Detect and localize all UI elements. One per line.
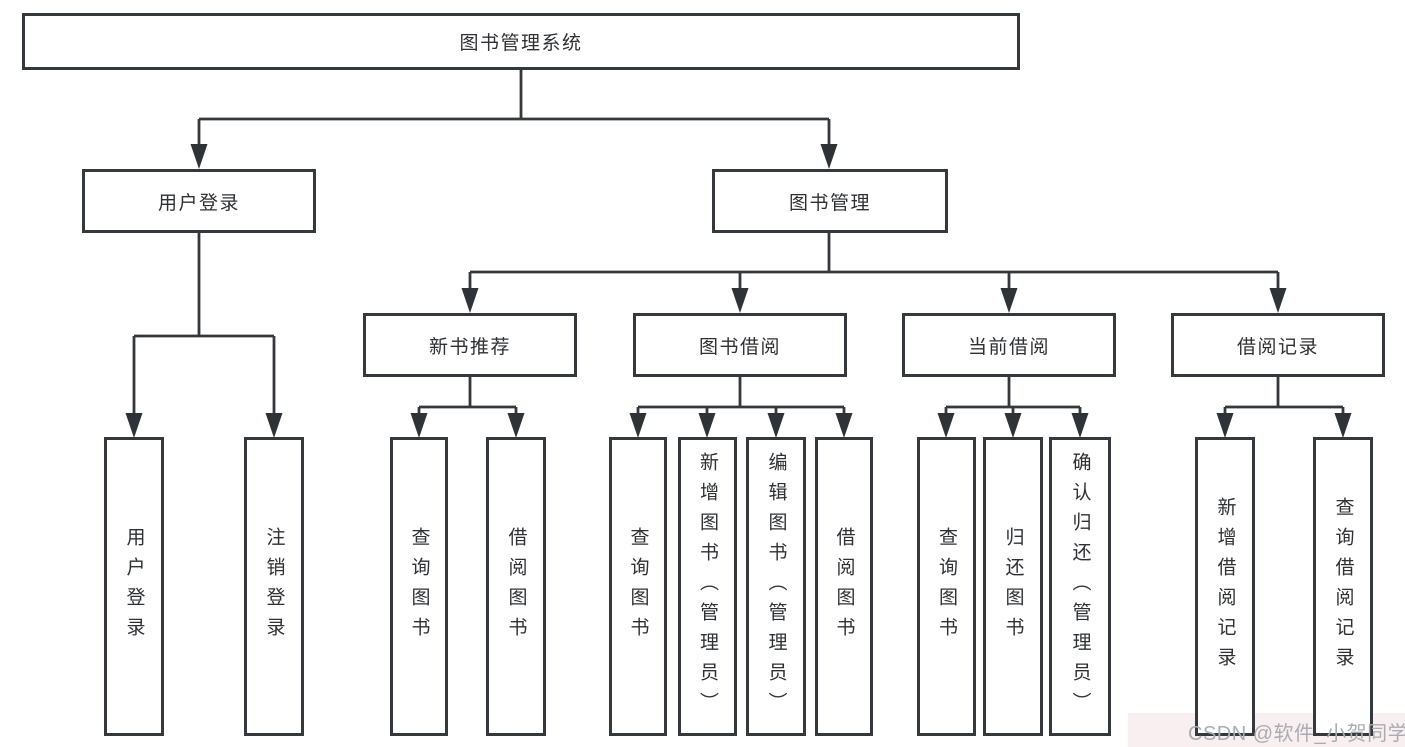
node-user-login-label: 用户登录 [157, 192, 240, 214]
node-current-borrow: 当前借阅 [902, 313, 1116, 377]
leaf-edit-book-admin: 编辑图书（管理员） [746, 437, 806, 736]
leaf-user-login-label: 用户登录 [123, 526, 145, 647]
leaf-confirm-return-admin-label: 确认归还（管理员） [1069, 451, 1091, 722]
leaf-recommend-query-books: 查询图书 [390, 437, 448, 736]
node-book-management: 图书管理 [712, 169, 948, 233]
leaf-add-book-admin-label: 新增图书（管理员） [697, 451, 718, 722]
leaf-confirm-return-admin: 确认归还（管理员） [1049, 437, 1111, 736]
leaf-borrow-books-label: 借阅图书 [833, 526, 855, 647]
node-borrow-records-label: 借阅记录 [1236, 336, 1319, 358]
node-new-book-recommend-label: 新书推荐 [428, 336, 511, 358]
leaf-recommend-query-books-label: 查询图书 [408, 526, 430, 647]
leaf-edit-book-admin-label: 编辑图书（管理员） [765, 451, 787, 722]
leaf-current-query-books-label: 查询图书 [936, 526, 957, 647]
node-new-book-recommend: 新书推荐 [363, 313, 577, 377]
leaf-add-borrow-record-label: 新增借阅记录 [1214, 496, 1236, 677]
leaf-logout: 注销登录 [244, 437, 304, 736]
leaf-return-books: 归还图书 [983, 437, 1043, 736]
leaf-borrow-books: 借阅图书 [815, 437, 873, 736]
node-borrow-records: 借阅记录 [1171, 313, 1385, 377]
leaf-recommend-borrow-books-label: 借阅图书 [505, 526, 527, 647]
leaf-return-books-label: 归还图书 [1002, 526, 1024, 647]
node-user-login: 用户登录 [82, 169, 316, 233]
leaf-borrow-query-books-label: 查询图书 [627, 526, 649, 647]
node-book-borrow-label: 图书借阅 [698, 336, 781, 358]
node-book-management-label: 图书管理 [788, 192, 871, 214]
leaf-query-borrow-record-label: 查询借阅记录 [1332, 496, 1354, 677]
leaf-add-book-admin: 新增图书（管理员） [678, 437, 737, 736]
leaf-current-query-books: 查询图书 [917, 437, 976, 736]
leaf-borrow-query-books: 查询图书 [609, 437, 667, 736]
leaf-add-borrow-record: 新增借阅记录 [1195, 437, 1255, 736]
node-library-system: 图书管理系统 [22, 13, 1020, 70]
leaf-recommend-borrow-books: 借阅图书 [486, 437, 546, 736]
node-current-borrow-label: 当前借阅 [967, 336, 1050, 358]
leaf-query-borrow-record: 查询借阅记录 [1313, 437, 1373, 736]
watermark: CSDN @软件_小贺同学 [1188, 723, 1405, 745]
node-book-borrow: 图书借阅 [633, 313, 847, 377]
leaf-user-login: 用户登录 [104, 437, 164, 736]
node-library-system-label: 图书管理系统 [459, 33, 583, 54]
leaf-logout-label: 注销登录 [263, 526, 285, 647]
